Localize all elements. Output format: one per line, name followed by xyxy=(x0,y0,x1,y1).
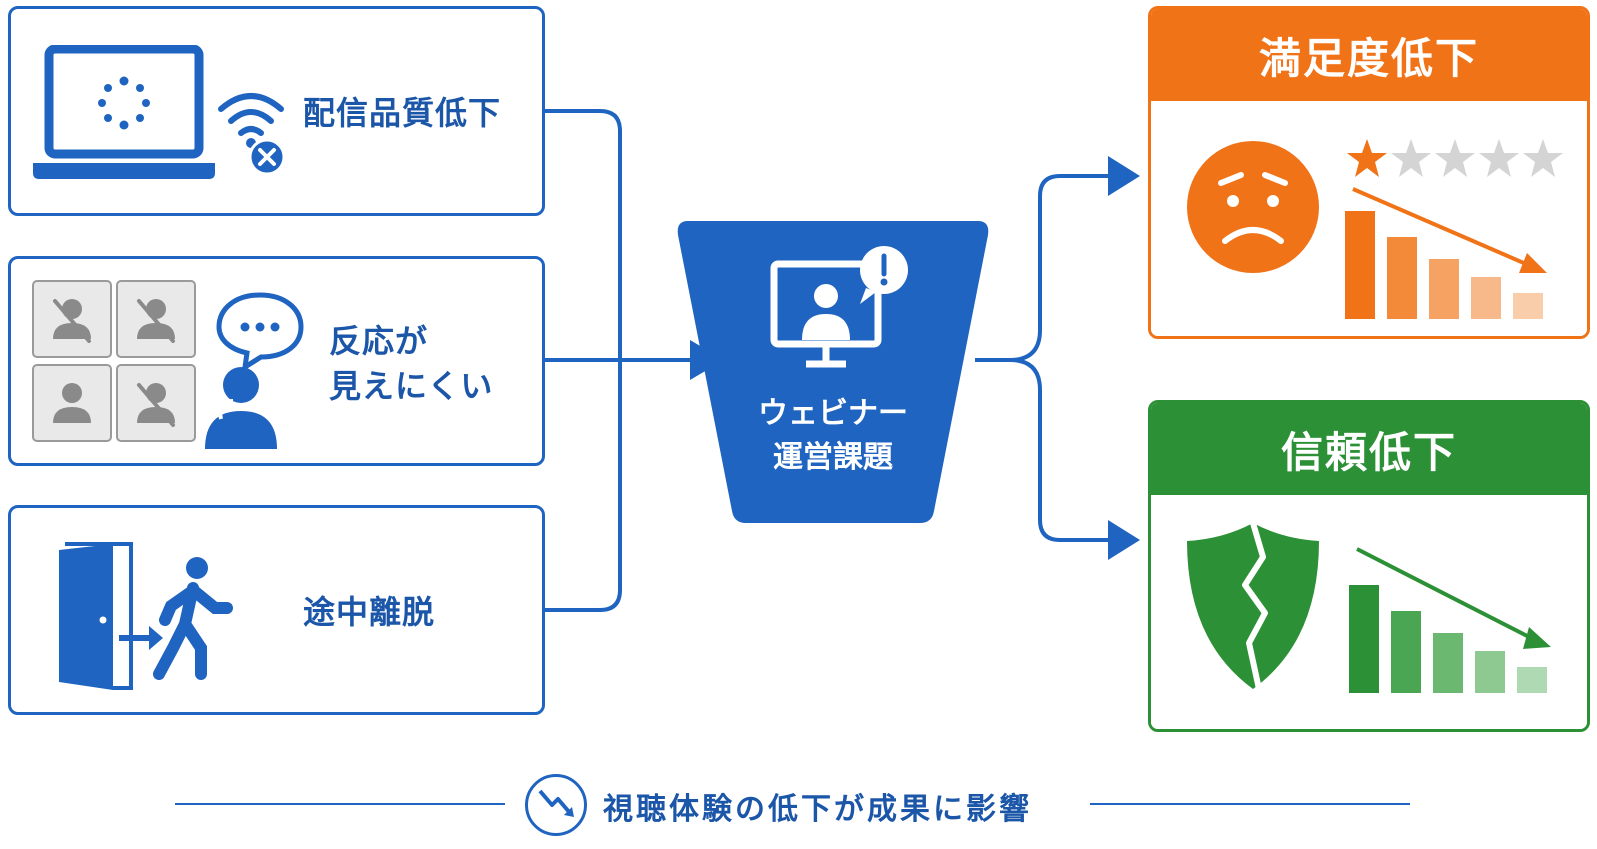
speech-bubble-icon xyxy=(216,292,304,371)
trend-down-icon xyxy=(525,774,587,836)
funnel-label-line1: ウェビナー xyxy=(758,396,908,431)
video-grid-icon xyxy=(32,280,196,442)
door-exit-icon xyxy=(59,542,163,690)
declining-bar-chart-icon xyxy=(1345,187,1547,319)
thinking-person-icon xyxy=(205,367,277,449)
star-rating-icon xyxy=(1347,139,1563,177)
cause-label-streaming-quality: 配信品質低下 xyxy=(303,94,502,132)
result-box-satisfaction: 満足度低下 xyxy=(1148,6,1590,339)
cause-label-reactions: 反応が 見えにくい xyxy=(329,319,493,409)
broken-shield-icon xyxy=(1187,522,1319,690)
cause-label-reactions-line2: 見えにくい xyxy=(329,366,494,405)
cause-box-streaming-quality: 配信品質低下 xyxy=(8,6,545,216)
cause-label-dropout: 途中離脱 xyxy=(303,593,436,631)
declining-bar-chart-icon xyxy=(1349,547,1551,693)
wifi-off-icon xyxy=(218,93,286,176)
result-title-satisfaction: 満足度低下 xyxy=(1151,9,1587,101)
funnel-label: ウェビナー 運営課題 xyxy=(676,392,990,479)
footer-divider-left xyxy=(175,803,505,805)
result-title-trust: 信頼低下 xyxy=(1151,403,1587,495)
cause-label-reactions-line1: 反応が xyxy=(329,322,429,360)
result-body-trust xyxy=(1151,495,1587,729)
cause-box-reactions: 反応が 見えにくい xyxy=(8,256,545,466)
funnel-label-line2: 運営課題 xyxy=(773,439,893,475)
cause-box-dropout: 途中離脱 xyxy=(8,505,545,715)
laptop-loading-icon xyxy=(33,45,215,179)
footer-divider-right xyxy=(1090,803,1410,805)
result-body-satisfaction xyxy=(1151,101,1587,336)
funnel-shape xyxy=(677,221,989,523)
footer-caption: 視聴体験の低下が成果に影響 xyxy=(603,792,1032,827)
walking-person-icon xyxy=(153,557,233,680)
sad-face-icon xyxy=(1187,141,1319,273)
monitor-alert-icon xyxy=(770,246,908,368)
result-box-trust: 信頼低下 xyxy=(1148,400,1590,732)
